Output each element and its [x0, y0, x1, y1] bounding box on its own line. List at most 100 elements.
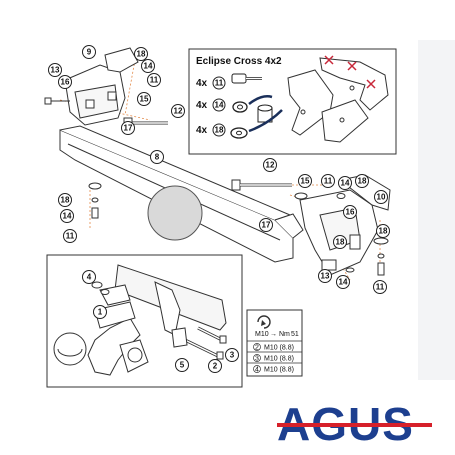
part-number-badge: 11: [63, 229, 77, 243]
part-number-badge: 1: [93, 305, 107, 319]
insert-arrow-icon: [248, 95, 273, 105]
inset-qty-2: 4x: [196, 100, 208, 111]
washer-icon: [232, 101, 248, 113]
svg-text:16: 16: [61, 78, 70, 87]
part-number-badge: 14: [60, 209, 74, 223]
svg-text:14: 14: [63, 212, 72, 221]
svg-text:12: 12: [266, 161, 275, 170]
svg-text:4: 4: [87, 273, 92, 282]
svg-text:3: 3: [230, 351, 235, 360]
page-edge-strip: [418, 40, 455, 380]
part-number-badge: 9: [82, 45, 96, 59]
inset-qty-3: 4x: [196, 125, 208, 136]
svg-text:13: 13: [321, 272, 330, 281]
svg-text:1: 1: [98, 308, 103, 317]
part-number-badge: 17: [121, 121, 135, 135]
svg-text:17: 17: [124, 124, 133, 133]
part-number-badge: 12: [171, 104, 185, 118]
side-bracket-drawing: [287, 57, 389, 143]
ball-mount-detail: M10 → Nm 51 2 M10 (8.8) 3 M10 (8.8) 4 M1…: [46, 254, 303, 388]
svg-text:11: 11: [376, 283, 385, 292]
bolt-icon: [231, 73, 262, 84]
cage-nut-icon: [257, 104, 273, 123]
inset-title: Eclipse Cross 4x2: [196, 56, 282, 67]
torque-row-spec: M10 (8.8): [264, 345, 294, 352]
svg-text:15: 15: [140, 95, 149, 104]
part-number-badge: 12: [263, 158, 277, 172]
part-number-badge: 16: [343, 205, 357, 219]
torque-row-num: 2: [255, 344, 259, 351]
inset-qty-1: 4x: [196, 78, 208, 89]
part-number-badge: 11: [212, 76, 226, 90]
part-number-badge: 18: [376, 224, 390, 238]
svg-text:18: 18: [61, 196, 70, 205]
part-number-badge: 11: [321, 174, 335, 188]
right-bolt-drawing: [231, 179, 292, 191]
insert-arrow-icon: [248, 109, 283, 133]
svg-text:12: 12: [174, 107, 183, 116]
svg-text:5: 5: [180, 361, 185, 370]
part-number-badge: 17: [259, 218, 273, 232]
svg-text:16: 16: [346, 208, 355, 217]
part-number-badge: 15: [298, 174, 312, 188]
torque-row-num: 4: [255, 366, 259, 373]
part-number-badge: 3: [225, 348, 239, 362]
svg-text:9: 9: [87, 48, 92, 57]
part-number-badge: 18: [58, 193, 72, 207]
svg-text:14: 14: [339, 278, 348, 287]
part-number-badge: 11: [373, 280, 387, 294]
torque-row-spec: M10 (8.8): [264, 367, 294, 374]
flat-washer-icon: [230, 127, 248, 139]
svg-text:18: 18: [358, 177, 367, 186]
part-number-badge: 8: [150, 150, 164, 164]
torque-size: M10: [255, 331, 269, 338]
part-number-badge: 11: [147, 73, 161, 87]
torque-value: 51: [291, 331, 299, 338]
model-inset: Eclipse Cross 4x2 4x 4x 4x: [188, 48, 397, 155]
torque-wrench-icon: [257, 315, 271, 329]
svg-text:14: 14: [341, 179, 350, 188]
part-number-badge: 13: [48, 63, 62, 77]
svg-text:11: 11: [66, 232, 75, 241]
fastener-stack: [88, 182, 389, 276]
part-number-badge: 15: [137, 92, 151, 106]
left-bracket-drawing: [64, 47, 139, 126]
arrow-icon: →: [270, 331, 277, 338]
part-number-badge: 18: [333, 235, 347, 249]
svg-text:15: 15: [301, 177, 310, 186]
svg-text:14: 14: [144, 62, 153, 71]
part-number-badge: 14: [336, 275, 350, 289]
part-number-badge: 5: [175, 358, 189, 372]
svg-text:18: 18: [215, 126, 224, 135]
part-number-badge: 18: [355, 174, 369, 188]
svg-text:17: 17: [262, 221, 271, 230]
torque-unit: Nm: [279, 331, 290, 338]
svg-text:11: 11: [215, 79, 224, 88]
part-number-badge: 16: [58, 75, 72, 89]
svg-text:13: 13: [51, 66, 60, 75]
svg-text:18: 18: [137, 50, 146, 59]
torque-row-num: 3: [255, 355, 259, 362]
svg-text:14: 14: [215, 101, 224, 110]
part-number-badge: 2: [208, 359, 222, 373]
torque-row-spec: M10 (8.8): [264, 356, 294, 363]
removal-mark-icon: [324, 55, 376, 89]
part-number-badge: 18: [212, 123, 226, 137]
part-number-badge: 4: [82, 270, 96, 284]
svg-text:18: 18: [379, 227, 388, 236]
part-number-badge: 14: [212, 98, 226, 112]
svg-text:11: 11: [150, 76, 159, 85]
section-circle: [147, 185, 203, 241]
svg-text:2: 2: [213, 362, 218, 371]
svg-text:8: 8: [155, 153, 160, 162]
part-number-badge: 10: [374, 190, 388, 204]
agus-logo: AGUS: [277, 398, 432, 450]
part-number-badge: 13: [318, 269, 332, 283]
logo-red-stripe: [277, 423, 432, 427]
torque-table: M10 → Nm 51 2 M10 (8.8) 3 M10 (8.8) 4 M1…: [246, 309, 303, 377]
svg-text:10: 10: [377, 193, 386, 202]
part-number-badge: 18: [134, 47, 148, 61]
svg-text:18: 18: [336, 238, 345, 247]
